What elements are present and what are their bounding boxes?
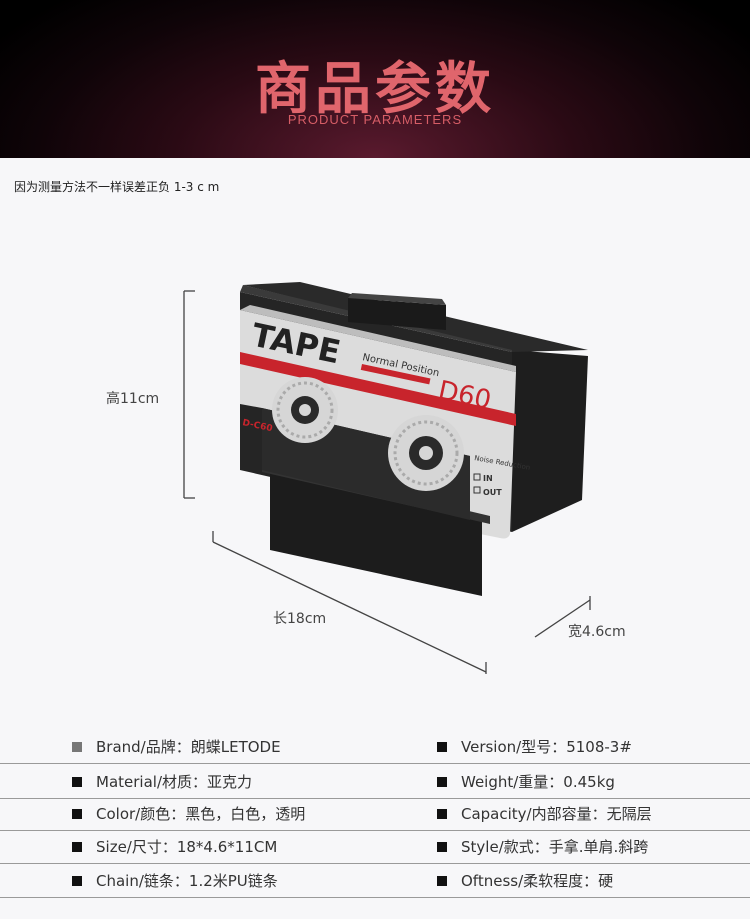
width-label: 宽4.6cm [568,624,626,640]
bullet-square-icon [72,808,82,819]
height-label: 高11cm [106,391,160,407]
cassette-bag: TAPE Normal Position D60 D-C60 Noise Red… [240,282,588,596]
bullet-square-icon [72,875,82,886]
length-label: 长18cm [273,611,327,627]
param-row: Material/材质：亚克力 Weight/重量：0.45kg [0,765,750,799]
param-left: Color/颜色：黑色，白色，透明 [96,805,306,823]
param-right: Capacity/内部容量：无隔层 [461,805,652,823]
cassette-out-label: OUT [483,488,502,497]
header-banner: 商品参数 PRODUCT PARAMETERS [0,0,750,158]
row-divider [0,830,750,831]
banner-subtitle: PRODUCT PARAMETERS [287,112,463,127]
bullet-square-icon [72,741,82,752]
param-left: Brand/品牌：朗蝶LETODE [96,738,281,756]
bullet-square-icon [437,808,447,819]
param-left: Chain/链条：1.2米PU链条 [96,872,278,890]
param-row: Chain/链条：1.2米PU链条 Oftness/柔软程度：硬 [0,864,750,898]
bullet-square-icon [437,875,447,886]
bullet-square-icon [437,741,447,752]
param-right: Style/款式：手拿.单肩.斜跨 [461,838,649,856]
right-reel [388,415,464,491]
param-right: Version/型号：5108-3# [461,738,632,756]
param-right: Weight/重量：0.45kg [461,773,615,791]
product-illustration: TAPE Normal Position D60 D-C60 Noise Red… [183,282,591,674]
bullet-square-icon [72,841,82,852]
width-dimension-line [534,596,591,638]
height-dimension-line [183,290,195,499]
param-row: Color/颜色：黑色，白色，透明 Capacity/内部容量：无隔层 [0,797,750,831]
cassette-in-label: IN [483,474,493,483]
row-divider [0,798,750,799]
param-left: Material/材质：亚克力 [96,773,252,791]
banner-title: 商品参数 [255,57,495,122]
measurement-note: 因为测量方法不一样误差正负 1-3 c m [14,180,220,194]
row-divider [0,863,750,864]
param-right: Oftness/柔软程度：硬 [461,872,614,890]
param-row: Brand/品牌：朗蝶LETODE Version/型号：5108-3# [0,730,750,764]
param-row: Size/尺寸：18*4.6*11CM Style/款式：手拿.单肩.斜跨 [0,830,750,864]
row-divider [0,897,750,898]
left-reel [272,377,338,443]
length-dimension-line [212,531,487,674]
param-left: Size/尺寸：18*4.6*11CM [96,838,278,856]
bullet-square-icon [72,776,82,787]
row-divider [0,763,750,764]
bullet-square-icon [437,776,447,787]
bullet-square-icon [437,841,447,852]
